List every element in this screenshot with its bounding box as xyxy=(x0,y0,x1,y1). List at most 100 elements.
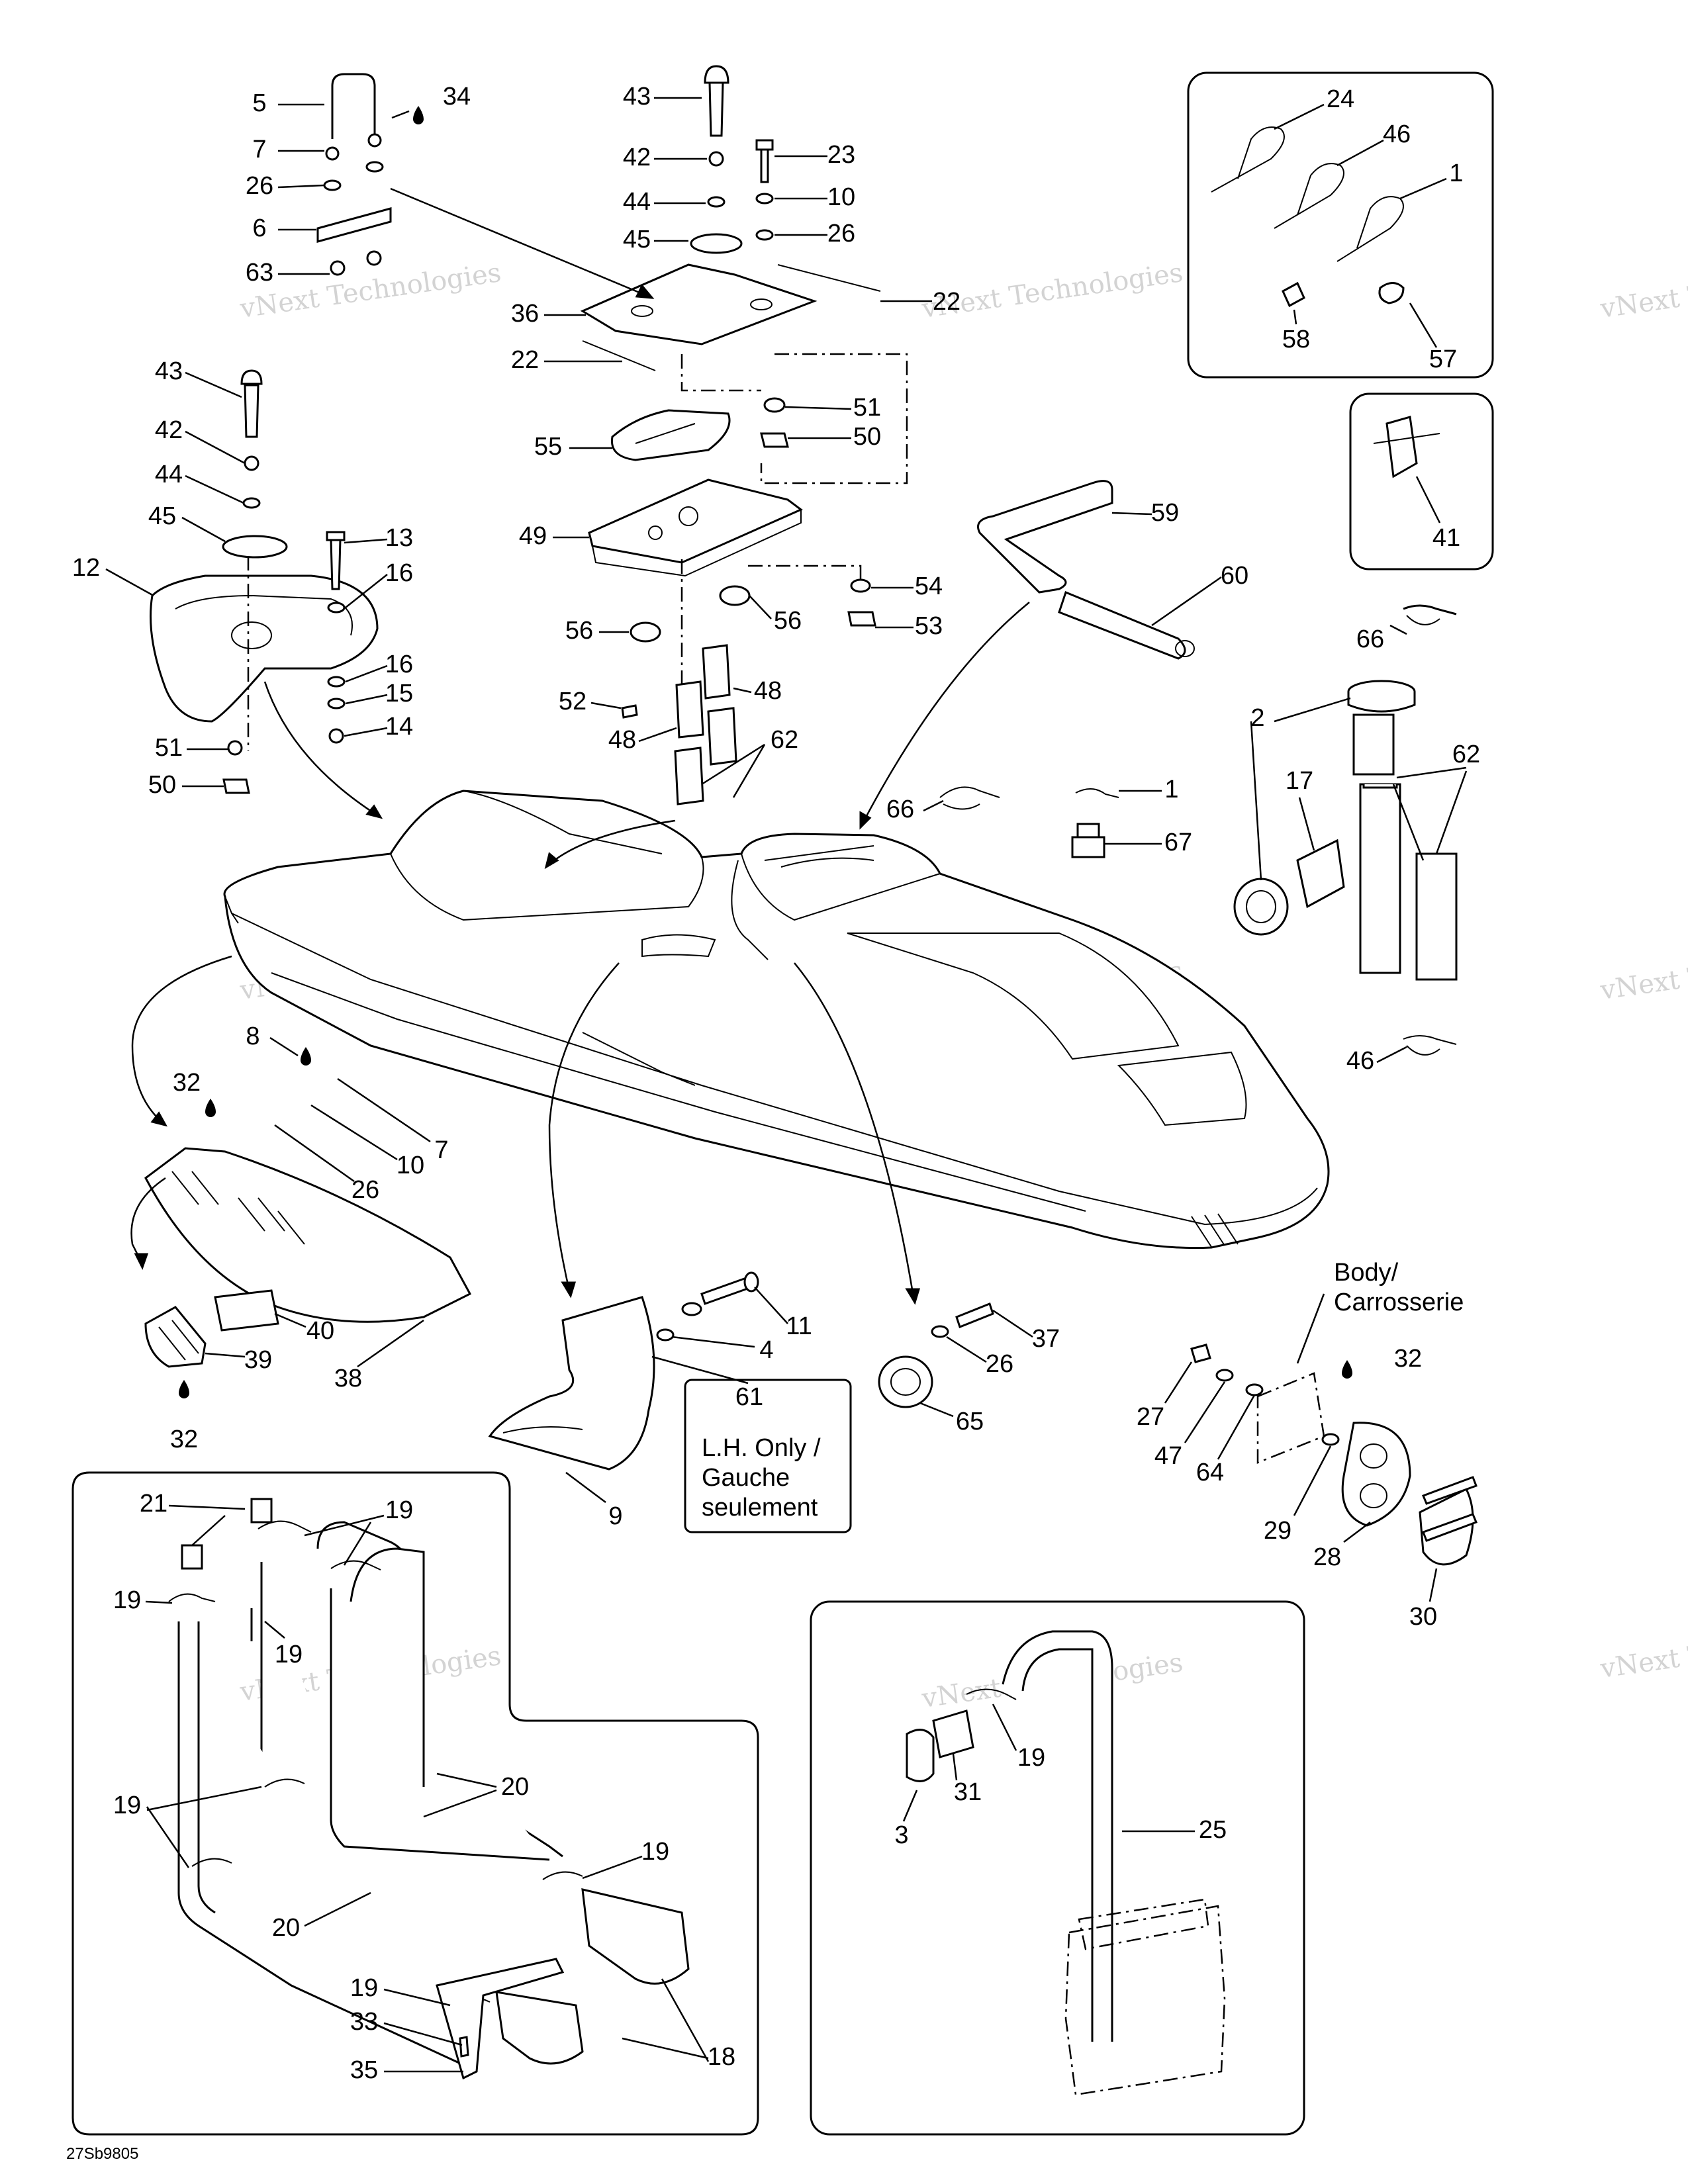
callout-number: 26 xyxy=(827,220,855,248)
callout-number: 28 xyxy=(1313,1543,1341,1571)
callout-number: 48 xyxy=(754,677,782,705)
callout-number: 67 xyxy=(1164,829,1192,856)
callout-number: 46 xyxy=(1383,120,1411,148)
callout-number: 39 xyxy=(244,1346,272,1374)
callout-number: 29 xyxy=(1264,1517,1291,1545)
callout-number: 49 xyxy=(519,522,547,550)
callout-number: 65 xyxy=(956,1408,984,1435)
callout-number: 66 xyxy=(1356,625,1384,653)
callout-number: 61 xyxy=(735,1383,763,1411)
callout-number: 3 xyxy=(894,1821,908,1849)
watermark-text: vNext Technologies xyxy=(1598,939,1688,1006)
callout-number: 32 xyxy=(1394,1345,1422,1373)
callout-number: 24 xyxy=(1327,85,1354,113)
rear-plate-assembly xyxy=(580,65,881,805)
callout-number: 6 xyxy=(252,214,266,242)
inset-box-hoses xyxy=(71,1471,759,2136)
callout-number: 20 xyxy=(501,1773,529,1801)
callout-number: 40 xyxy=(306,1317,334,1345)
callout-number: 32 xyxy=(170,1426,198,1453)
hull-body xyxy=(223,790,1330,1250)
routing-lines xyxy=(247,353,908,751)
pointer-arrows xyxy=(130,187,1030,1305)
lubricant-drops xyxy=(179,106,1352,1398)
callout-number: 18 xyxy=(708,2043,735,2071)
callout-number: 26 xyxy=(986,1350,1013,1378)
drop-icon xyxy=(301,1047,311,1066)
hose-grommet-group xyxy=(1233,604,1458,1056)
callout-number: 62 xyxy=(1452,741,1480,768)
callout-number: 41 xyxy=(1432,524,1460,552)
callout-number: 22 xyxy=(511,346,539,374)
callout-number: 20 xyxy=(272,1914,300,1942)
callout-number: 44 xyxy=(155,461,183,488)
callout-number: 19 xyxy=(385,1496,413,1524)
callout-number: 9 xyxy=(608,1502,622,1530)
callout-number: 30 xyxy=(1409,1603,1437,1631)
note-box-lh-only xyxy=(684,1379,852,1533)
drain-hose-assembly xyxy=(168,1498,690,2080)
callout-number: 38 xyxy=(334,1365,362,1392)
callout-number: 16 xyxy=(385,559,413,587)
callout-number: 2 xyxy=(1250,704,1264,732)
callout-number: 27 xyxy=(1137,1403,1164,1431)
callout-number: 25 xyxy=(1199,1816,1227,1844)
watermark-text: vNext Technologies xyxy=(1598,257,1688,324)
rear-fitting-parts xyxy=(1190,1343,1477,1566)
callout-number: 1 xyxy=(1449,159,1463,187)
note-lh-only-2: Gauche xyxy=(702,1464,790,1492)
callout-number: 60 xyxy=(1221,562,1248,590)
watermark-text: vNext Technologies xyxy=(1598,1617,1688,1684)
callout-number: 15 xyxy=(385,680,413,707)
callout-number: 23 xyxy=(827,141,855,169)
callout-number: 7 xyxy=(434,1136,448,1164)
callout-number: 5 xyxy=(252,89,266,117)
drop-icon xyxy=(205,1099,216,1117)
drop-icon xyxy=(413,106,424,124)
callout-number: 47 xyxy=(1154,1442,1182,1470)
callout-number: 12 xyxy=(72,554,100,582)
callout-number: 55 xyxy=(534,433,562,461)
callout-number: 21 xyxy=(140,1490,167,1518)
drawing-code: 27Sb9805 xyxy=(66,2145,138,2163)
callout-number: 19 xyxy=(275,1641,303,1668)
lower-trim-parts xyxy=(488,1271,994,1471)
callout-number: 26 xyxy=(352,1176,379,1204)
callout-number: 14 xyxy=(385,713,413,741)
callout-number: 51 xyxy=(853,394,881,422)
callout-number: 42 xyxy=(623,144,651,171)
callout-number: 4 xyxy=(759,1336,773,1364)
inset-box-clip xyxy=(1349,392,1494,570)
inset-box-battery-vent xyxy=(810,1600,1305,2136)
watermark-text: vNext Technologies xyxy=(238,257,503,324)
note-lh-only-1: L.H. Only / xyxy=(702,1434,821,1462)
callout-number: 10 xyxy=(397,1152,424,1179)
callout-number: 13 xyxy=(385,524,413,552)
callout-number: 63 xyxy=(246,259,273,287)
callout-number: 33 xyxy=(350,2008,378,2036)
callout-number: 59 xyxy=(1151,499,1179,527)
note-lh-only-3: seulement xyxy=(702,1494,818,1522)
callout-number: 31 xyxy=(954,1778,982,1806)
callout-number: 52 xyxy=(559,688,586,715)
callout-number: 22 xyxy=(933,288,961,316)
callout-number: 46 xyxy=(1346,1047,1374,1075)
callout-number: 56 xyxy=(774,607,802,635)
callout-number: 10 xyxy=(827,183,855,211)
callout-number: 62 xyxy=(771,726,798,754)
callout-number: 48 xyxy=(608,726,636,754)
note-body-fr: Carrosserie xyxy=(1334,1289,1464,1316)
callout-number: 56 xyxy=(565,617,593,645)
callout-number: 50 xyxy=(853,423,881,451)
callout-number: 34 xyxy=(443,83,471,111)
note-body-en: Body/ xyxy=(1334,1259,1399,1287)
callout-number: 43 xyxy=(623,83,651,111)
grab-handle xyxy=(977,480,1195,660)
callout-number: 58 xyxy=(1282,326,1310,353)
callout-number: 19 xyxy=(641,1838,669,1866)
callout-number: 44 xyxy=(623,188,651,216)
callout-number: 45 xyxy=(148,502,176,530)
callout-number: 53 xyxy=(915,612,943,640)
callout-number: 36 xyxy=(511,300,539,328)
